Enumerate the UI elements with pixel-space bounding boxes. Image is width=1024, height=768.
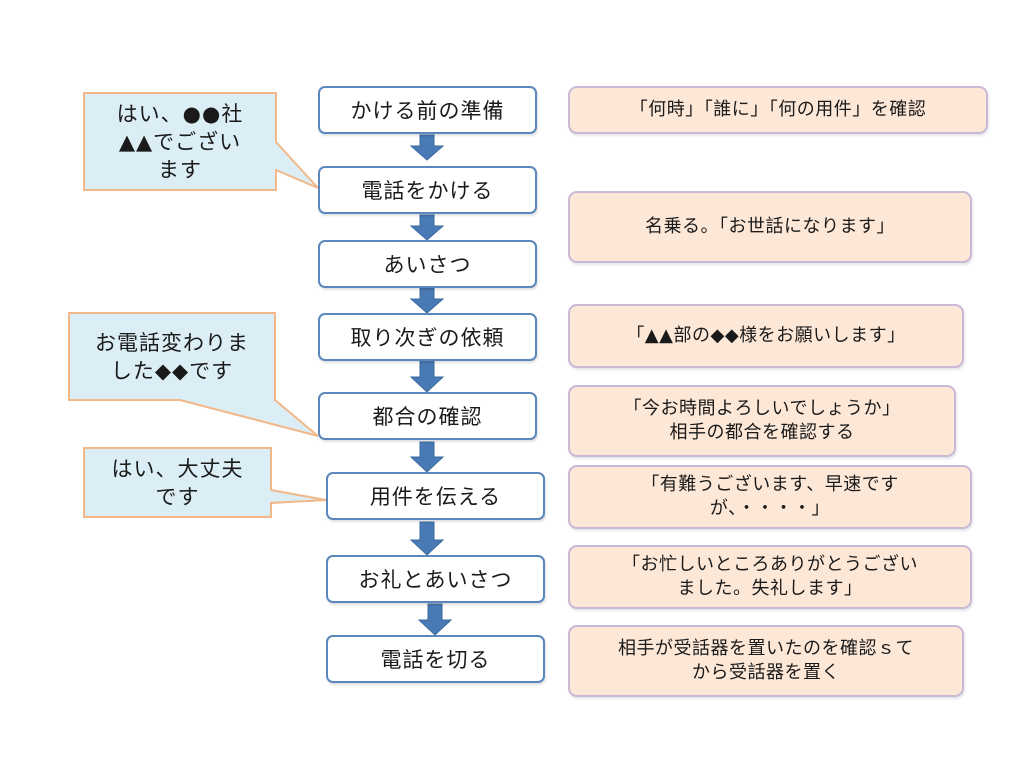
note-state-business: 「有難うございます、早速です が、・・・・」 [568, 465, 972, 529]
note-thanks-greeting: 「お忙しいところありがとうござい ました。失礼します」 [568, 545, 972, 609]
arrow-down-icon [409, 287, 445, 314]
note-transfer-request: 「▲▲部の◆◆様をお願いします」 [568, 304, 964, 368]
note-make-call: 名乗る。「お世話になります」 [568, 191, 972, 263]
arrow-down-icon [409, 521, 445, 556]
step-thanks-greeting: お礼とあいさつ [326, 555, 545, 603]
arrow-down-icon [409, 214, 445, 241]
note-hang-up: 相手が受話器を置いたのを確認ｓて から受話器を置く [568, 625, 964, 697]
step-availability-check: 都合の確認 [318, 392, 537, 440]
arrow-down-icon [409, 134, 445, 161]
step-hang-up: 電話を切る [326, 635, 545, 683]
step-make-call: 電話をかける [318, 166, 537, 214]
note-preparation: 「何時」「誰に」「何の用件」を確認 [568, 86, 988, 134]
callout-available: はい、大丈夫 です [111, 456, 244, 509]
step-state-business: 用件を伝える [326, 472, 545, 520]
callout-transferred: お電話変わりま した◆◆です [95, 330, 249, 383]
callout-answer-company: はい、●●社 ▲▲でござい ます [116, 101, 244, 182]
callout-shape-1 [83, 92, 319, 191]
callout-shape-3 [83, 447, 327, 518]
note-availability-check: 「今お時間よろしいでしょうか」 相手の都合を確認する [568, 385, 956, 457]
step-greeting: あいさつ [318, 240, 537, 288]
step-transfer-request: 取り次ぎの依頼 [318, 313, 537, 361]
arrow-down-icon [409, 441, 445, 473]
step-preparation: かける前の準備 [318, 86, 537, 134]
arrow-down-icon [417, 603, 453, 636]
arrow-down-icon [409, 359, 445, 393]
